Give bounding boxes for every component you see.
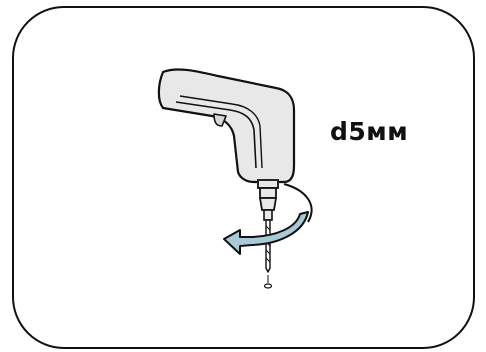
drill-point-mark <box>265 284 272 288</box>
drill-housing <box>159 69 294 182</box>
drill-chuck-jaw <box>264 210 272 220</box>
drill-collar <box>258 180 278 188</box>
hand-drill-icon <box>159 69 294 220</box>
drill-point-icon <box>265 275 272 288</box>
drill-trigger <box>214 114 226 126</box>
drill-bit-icon <box>266 220 270 272</box>
drill-chuck-tip <box>260 198 276 210</box>
drill-size-label: d5мм <box>330 119 408 144</box>
drill-chuck <box>260 188 276 198</box>
